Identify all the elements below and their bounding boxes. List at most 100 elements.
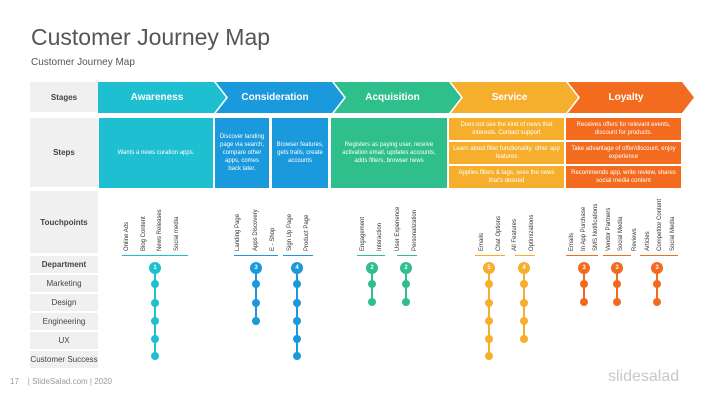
dept-dot bbox=[520, 280, 528, 288]
dept-dot bbox=[402, 280, 410, 288]
brand-logo: slidesalad bbox=[608, 368, 680, 385]
dept-dot bbox=[252, 280, 260, 288]
stage-consideration: Consideration bbox=[216, 82, 344, 113]
touchpoint-vendor-partners: Vendor Partners bbox=[606, 207, 612, 251]
touchpoint-product-page: Product Page bbox=[304, 214, 310, 251]
badge-consideration-2: 4 bbox=[291, 262, 303, 274]
dept-dot bbox=[252, 299, 260, 307]
dept-dot bbox=[485, 335, 493, 343]
dept-dot bbox=[485, 317, 493, 325]
step-loyalty-1: Receives offers for relevant events, dis… bbox=[566, 118, 681, 140]
dept-dot bbox=[402, 298, 410, 306]
touchpoint-sms-notifications: SMS Notifications bbox=[593, 203, 599, 251]
dept-dot bbox=[293, 299, 301, 307]
dept-dot bbox=[653, 280, 661, 288]
step-loyalty-3: Recommends app, write review, shares soc… bbox=[566, 166, 681, 188]
step-service-1: Does not see the kind of news that inter… bbox=[449, 118, 564, 140]
touchpoint-social-media-3: Social Media bbox=[670, 216, 676, 251]
dept-dot bbox=[653, 298, 661, 306]
touchpoint-group-line bbox=[603, 255, 631, 256]
touchpoint-group-line bbox=[640, 255, 678, 256]
dept-dot bbox=[485, 299, 493, 307]
step-acquisition: Registers as paying user, receive activa… bbox=[331, 118, 447, 188]
stage-awareness: Awareness bbox=[98, 82, 226, 113]
row-label-design: Design bbox=[30, 294, 98, 312]
dept-dot bbox=[613, 280, 621, 288]
dept-dot bbox=[293, 317, 301, 325]
touchpoint-blog-content: Blog Content bbox=[141, 216, 147, 251]
touchpoint-emails-1: Emails bbox=[479, 232, 485, 251]
step-loyalty-2: Take advantage of offer/discount, enjoy … bbox=[566, 142, 681, 164]
dept-dot bbox=[520, 335, 528, 343]
touchpoint-articles: Articles bbox=[645, 231, 651, 251]
touchpoint-all-features: All Features bbox=[512, 218, 518, 251]
timeline-line bbox=[296, 268, 298, 356]
stage-service: Service bbox=[451, 82, 578, 113]
touchpoint-group-line bbox=[397, 255, 417, 256]
dept-dot bbox=[368, 298, 376, 306]
dept-dot bbox=[580, 298, 588, 306]
badge-consideration-1: 3 bbox=[250, 262, 262, 274]
dept-dot bbox=[520, 317, 528, 325]
dept-dot bbox=[151, 317, 159, 325]
badge-acquisition-1: 2 bbox=[366, 262, 378, 274]
dept-dot bbox=[151, 335, 159, 343]
badge-loyalty-3: 3 bbox=[651, 262, 663, 274]
page-number: 17 bbox=[10, 377, 19, 386]
touchpoint-user-experience: User Experience bbox=[395, 206, 401, 251]
dept-dot bbox=[252, 317, 260, 325]
touchpoint-social-media-2: Social Media bbox=[618, 216, 624, 251]
timeline-line bbox=[488, 268, 490, 356]
touchpoint-online-ads: Online Ads bbox=[124, 221, 130, 251]
timeline-line bbox=[154, 268, 156, 356]
footer-credit: | SlideSalad.com | 2020 bbox=[27, 377, 113, 386]
row-label-marketing: Marketing bbox=[30, 275, 98, 293]
touchpoint-chat-options: Chat Options bbox=[496, 215, 502, 251]
touchpoint-group-line bbox=[475, 255, 505, 256]
row-label-steps: Steps bbox=[30, 118, 98, 188]
touchpoint-reviews: Reviews bbox=[632, 228, 638, 251]
step-awareness: Wants a news curation apps. bbox=[99, 118, 213, 188]
touchpoint-group-line bbox=[234, 255, 278, 256]
stage-acquisition: Acquisition bbox=[334, 82, 461, 113]
touchpoint-optimizations: Optimizations bbox=[529, 214, 535, 251]
dept-dot bbox=[151, 280, 159, 288]
dept-dot bbox=[613, 298, 621, 306]
touchpoint-group-line bbox=[566, 255, 598, 256]
row-label-engineering: Engineering bbox=[30, 313, 98, 331]
touchpoint-emails-2: Emails bbox=[569, 232, 575, 251]
dept-dot bbox=[368, 280, 376, 288]
row-label-department: Department bbox=[30, 256, 98, 274]
dept-dot bbox=[485, 280, 493, 288]
badge-service-2: 4 bbox=[518, 262, 530, 274]
stage-loyalty: Loyalty bbox=[568, 82, 694, 113]
touchpoint-social-media-1: Social media bbox=[174, 216, 180, 251]
dept-dot bbox=[293, 352, 301, 360]
step-service-3: Applies filters & tags, sees the news th… bbox=[449, 166, 564, 188]
row-label-stages: Stages bbox=[30, 82, 98, 113]
step-consideration-2: Browser features, gets trails, create ac… bbox=[272, 118, 328, 188]
page-subtitle: Customer Journey Map bbox=[31, 57, 135, 68]
touchpoint-group-line bbox=[283, 255, 313, 256]
step-service-2: Learn about filter functionality, other … bbox=[449, 142, 564, 164]
badge-loyalty-1: 3 bbox=[578, 262, 590, 274]
page-title: Customer Journey Map bbox=[31, 24, 271, 50]
touchpoint-engagement: Engagement bbox=[360, 216, 366, 251]
dept-dot bbox=[580, 280, 588, 288]
timeline-line bbox=[255, 268, 257, 321]
row-label-touchpoints: Touchpoints bbox=[30, 191, 98, 254]
touchpoint-group-line bbox=[357, 255, 385, 256]
touchpoint-landing-page: Landing Page bbox=[235, 213, 241, 251]
touchpoint-sign-up-page: Sign Up Page bbox=[287, 213, 293, 251]
row-label-customer-success: Customer Success bbox=[30, 351, 98, 369]
touchpoint-group-line bbox=[515, 255, 535, 256]
dept-dot bbox=[151, 352, 159, 360]
dept-dot bbox=[293, 280, 301, 288]
touchpoint-e-shop: E - Shop bbox=[270, 227, 276, 251]
touchpoint-in-app-purchase: In App Purchase bbox=[581, 206, 587, 251]
touchpoint-apps-discovery: Apps Discovery bbox=[253, 209, 259, 251]
dept-dot bbox=[520, 299, 528, 307]
row-label-ux: UX bbox=[30, 332, 98, 350]
badge-loyalty-2: 3 bbox=[611, 262, 623, 274]
dept-dot bbox=[293, 335, 301, 343]
